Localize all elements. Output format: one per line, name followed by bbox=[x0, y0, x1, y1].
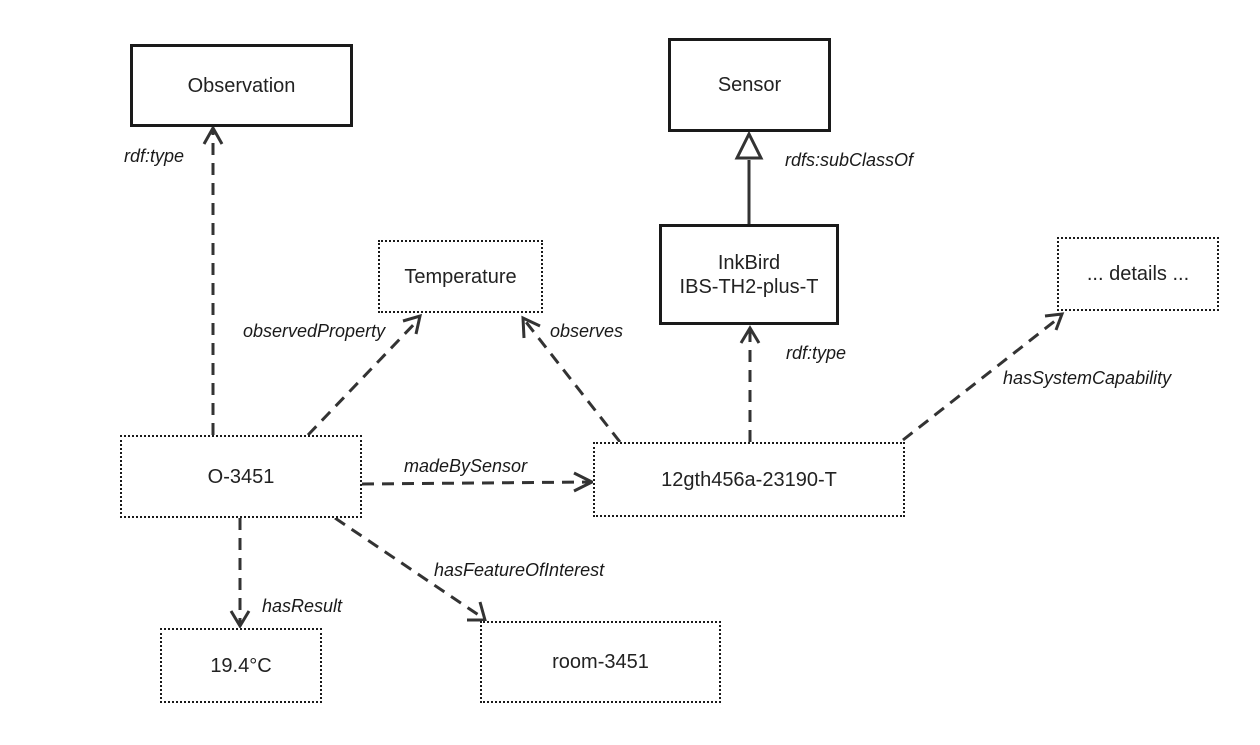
node-inkbird-label: InkBird IBS-TH2-plus-T bbox=[679, 251, 819, 298]
node-sensor: Sensor bbox=[668, 38, 831, 132]
node-o3451-label: O-3451 bbox=[207, 465, 275, 488]
arrowhead-observation bbox=[202, 124, 224, 145]
node-room-label: room-3451 bbox=[552, 651, 649, 673]
edge-observed-property bbox=[306, 318, 420, 437]
node-sensor-id-label: 12gth456a-23190-T bbox=[661, 468, 837, 491]
arrowhead-details bbox=[1044, 312, 1065, 331]
node-o3451: O-3451 bbox=[120, 435, 362, 518]
edge-label-has-feature-of-interest: hasFeatureOfInterest bbox=[434, 560, 605, 580]
arrowhead-inkbird bbox=[739, 325, 761, 344]
edge-label-has-system-capability: hasSystemCapability bbox=[1003, 368, 1172, 388]
node-observation: Observation bbox=[130, 44, 353, 127]
edge-has-system-capability bbox=[902, 315, 1061, 442]
node-temperature-label: Temperature bbox=[404, 265, 517, 288]
edge-label-rdf-type-sensor: rdf:type bbox=[786, 343, 847, 363]
node-observation-label: Observation bbox=[187, 74, 296, 97]
arrowhead-temperature-1 bbox=[402, 313, 423, 335]
arrowhead-sensor-id bbox=[573, 471, 596, 493]
node-room: room-3451 bbox=[480, 621, 721, 703]
edge-made-by-sensor bbox=[361, 480, 593, 486]
edge-label-subclass-of: rdfs:subClassOf bbox=[785, 150, 914, 170]
node-temperature: Temperature bbox=[378, 240, 543, 313]
arrowhead-temperature-2 bbox=[521, 315, 541, 339]
node-result: 19.4°C bbox=[160, 628, 322, 703]
edge-label-observes: observes bbox=[550, 321, 624, 341]
edge-has-feature-of-interest bbox=[334, 516, 484, 620]
arrowhead-result bbox=[229, 610, 251, 629]
node-result-label: 19.4°C bbox=[210, 654, 272, 677]
node-details-label: ... details ... bbox=[1086, 263, 1190, 285]
arrowhead-subclass-triangle bbox=[734, 130, 764, 160]
node-details: ... details ... bbox=[1057, 237, 1219, 311]
edge-label-observed-property: observedProperty bbox=[243, 321, 386, 341]
arrowhead-room bbox=[467, 601, 487, 622]
node-inkbird: InkBird IBS-TH2-plus-T bbox=[659, 224, 839, 325]
edge-label-made-by-sensor: madeBySensor bbox=[404, 456, 528, 476]
node-sensor-id: 12gth456a-23190-T bbox=[593, 442, 905, 517]
edge-observes bbox=[524, 321, 622, 443]
edge-label-rdf-type-observation: rdf:type bbox=[124, 146, 185, 166]
edge-label-has-result: hasResult bbox=[262, 596, 343, 616]
node-sensor-label: Sensor bbox=[717, 74, 782, 96]
